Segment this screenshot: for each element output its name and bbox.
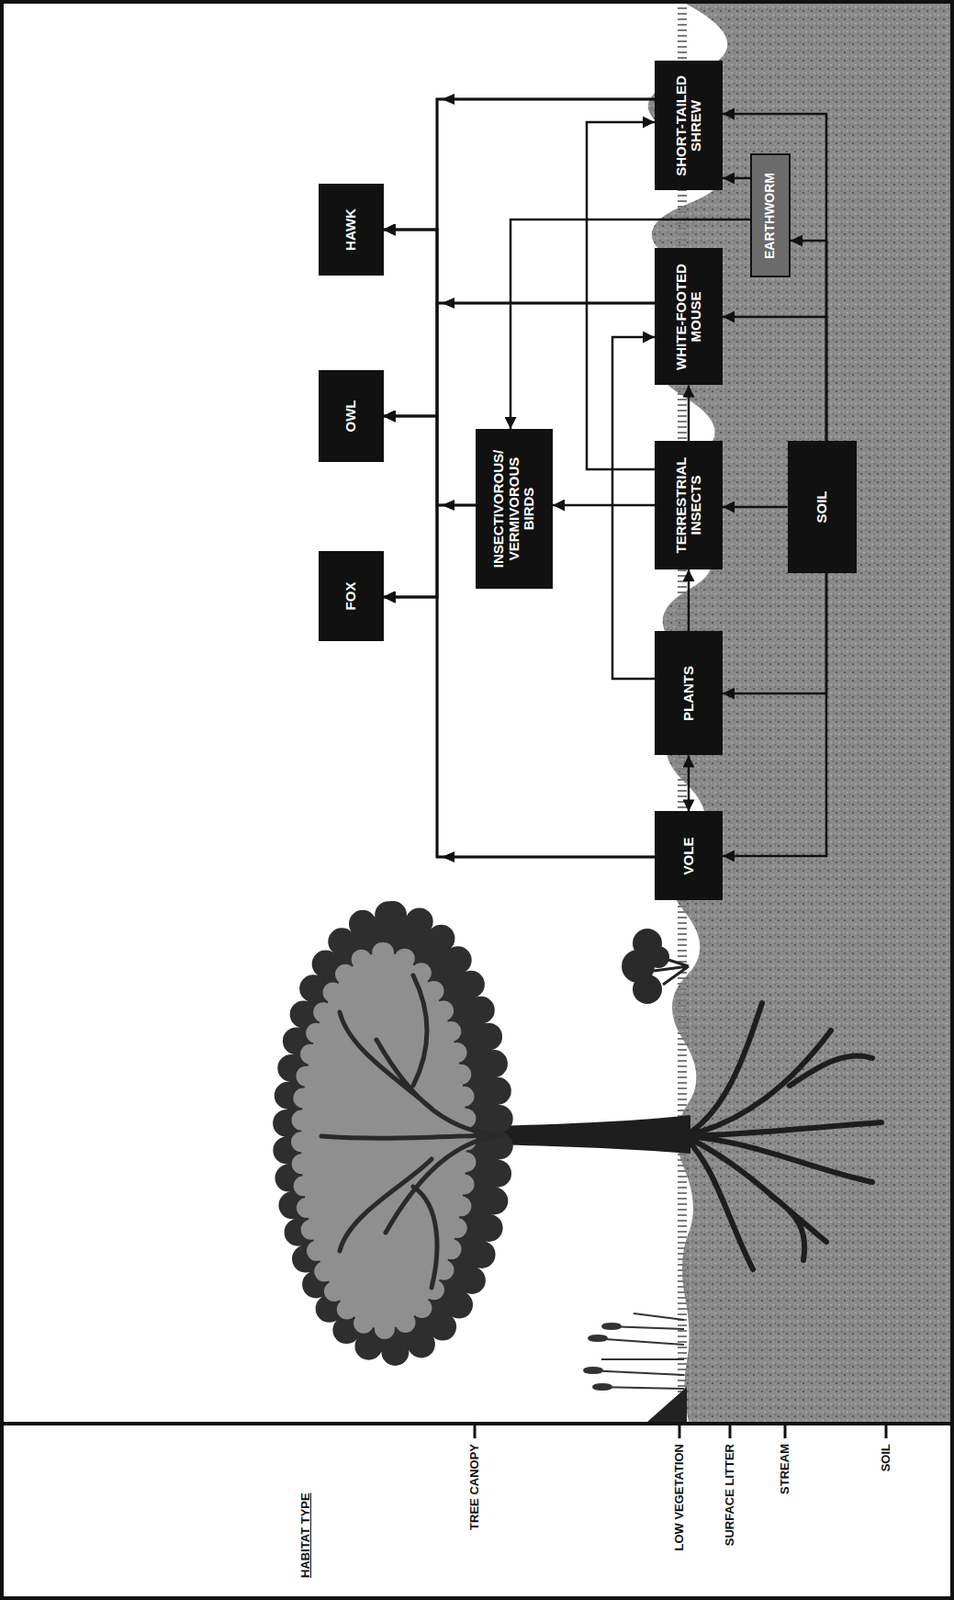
food-web-arrow [383, 505, 477, 597]
flow-arrowhead [441, 499, 455, 511]
food-web-arrow [790, 240, 827, 441]
receptor-box: SHORT-TAILED SHREW [654, 61, 723, 191]
food-web-arrow [722, 113, 827, 441]
food-web-arrow [383, 415, 477, 506]
habitat-label: TREE CANOPY [468, 1443, 482, 1530]
food-web-arrow [722, 572, 827, 856]
node-label: FOX [343, 582, 360, 611]
predator-box: OWL [318, 370, 384, 462]
food-web-arrow [722, 316, 827, 441]
tree [286, 914, 882, 1352]
reeds [583, 1313, 685, 1390]
node-label: TERRESTRIAL INSECTS [673, 448, 705, 562]
food-web-arrow [383, 99, 656, 416]
predator-box: FOX [318, 550, 384, 641]
food-web-arrow [383, 303, 656, 597]
node-label: VOLE [681, 837, 697, 876]
receptor-box: WHITE-FOOTED MOUSE [654, 248, 723, 386]
node-label: PLANTS [681, 665, 697, 721]
food-web-arrow [510, 219, 751, 429]
habitat-label: SOIL [879, 1443, 893, 1471]
food-web-arrow [687, 385, 691, 442]
node-label: SHORT-TAILED SHREW [673, 68, 705, 184]
column-divider [1, 1421, 953, 1426]
habitat-ticks [474, 1423, 887, 1438]
food-web-arrow [552, 504, 655, 507]
food-web-arrow [383, 415, 656, 857]
food-web-arrow [722, 505, 788, 509]
shrub [621, 928, 689, 1004]
receptor-box: EARTHWORM [750, 154, 791, 279]
food-web-arrow [586, 122, 655, 470]
food-web-arrow [383, 303, 656, 416]
stream-bank [647, 1386, 687, 1422]
food-web-arrow [383, 596, 656, 857]
node-label: WHITE-FOOTED MOUSE [673, 257, 705, 377]
food-web-arrow [383, 99, 656, 230]
food-web-arrow [722, 177, 751, 180]
column-heading: HABITAT TYPE [299, 1492, 313, 1578]
habitat-label: STREAM [778, 1443, 792, 1494]
flow-arrowhead [441, 93, 455, 105]
predator-box: HAWK [318, 183, 384, 276]
food-web-arrow [612, 336, 655, 679]
food-web-arrow [687, 569, 691, 632]
receptor-box: TERRESTRIAL INSECTS [654, 440, 723, 570]
receptor-box: PLANTS [654, 631, 723, 756]
flow-arrowhead [441, 297, 455, 309]
source-box: SOIL [787, 440, 857, 573]
flow-arrowhead [441, 851, 455, 863]
food-web-arrow [722, 572, 827, 694]
node-label: EARTHWORM [763, 172, 777, 259]
habitat-label: SURFACE LITTER [723, 1443, 737, 1546]
food-web-arrow [383, 99, 656, 597]
node-label: HAWK [343, 208, 360, 251]
ground [648, 3, 951, 1422]
node-label: INSECTIVOROUS/ VERMIVOROUS BIRDS [491, 439, 538, 578]
habitat-label: LOW VEGETATION [673, 1443, 686, 1551]
food-web-arrow [687, 755, 691, 812]
food-web-arrow [383, 229, 477, 506]
food-web-arrow [383, 229, 656, 857]
food-web-arrow [383, 229, 656, 304]
node-label: OWL [343, 400, 360, 433]
receptor-box: INSECTIVOROUS/ VERMIVOROUS BIRDS [475, 428, 553, 589]
receptor-box: VOLE [654, 811, 723, 901]
node-label: SOIL [814, 491, 831, 524]
